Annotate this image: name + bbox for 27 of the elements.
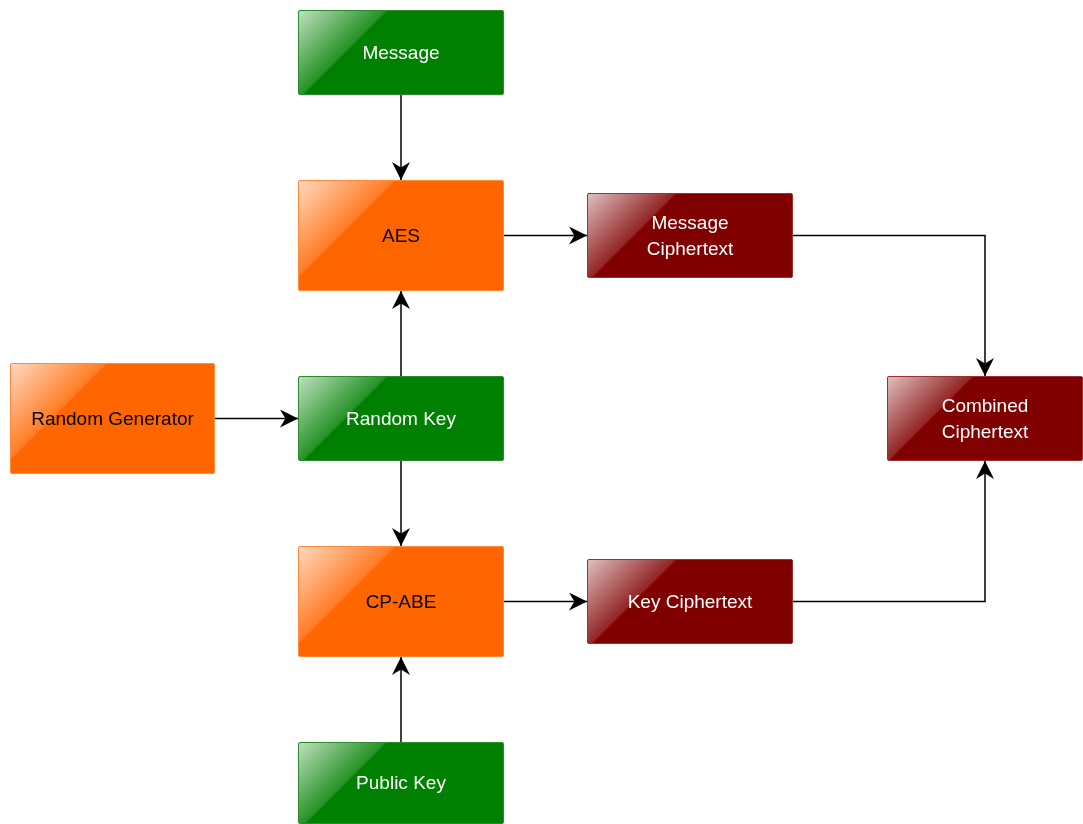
node-label: Random Generator [31, 406, 194, 431]
arrow [214, 409, 299, 428]
node-label: AES [382, 223, 420, 248]
process-box [587, 559, 793, 644]
arrow [392, 460, 410, 547]
process-box [10, 363, 215, 474]
arrow [792, 234, 994, 377]
node-label: Key Ciphertext [627, 589, 753, 614]
arrow [392, 94, 410, 181]
process-box [887, 376, 1083, 461]
process-box [298, 376, 504, 461]
node-label: Combined Ciphertext [940, 393, 1030, 444]
process-box [298, 546, 504, 657]
arrow [503, 226, 588, 245]
process-box [587, 193, 793, 278]
node-label: Message [362, 40, 440, 65]
arrow [392, 656, 410, 743]
process-box [298, 742, 504, 824]
process-box [298, 180, 504, 291]
arrow [792, 460, 994, 603]
node-label: Public Key [356, 771, 446, 796]
node-label: Message Ciphertext [645, 210, 735, 261]
arrow [503, 592, 588, 611]
node-label: Random Key [346, 406, 456, 431]
arrow [392, 290, 410, 377]
node-label: CP-ABE [365, 589, 437, 614]
process-box [298, 10, 504, 95]
